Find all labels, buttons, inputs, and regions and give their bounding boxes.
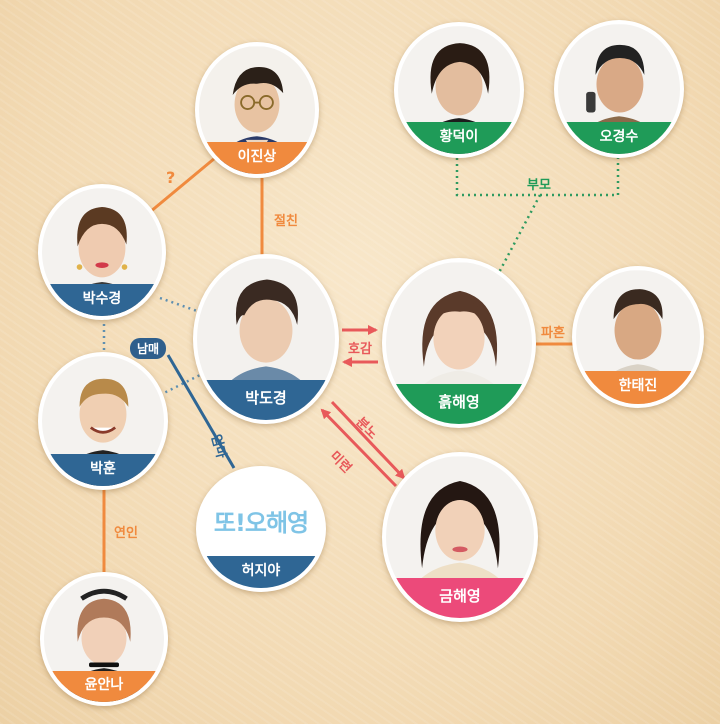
relation-close-friend: 절친 [274,214,298,229]
relation-question: ? [166,168,176,187]
relation-lovers: 연인 [114,526,138,541]
label-lee-jinsang: 이진상 [199,142,315,174]
label-yoon-anna: 윤안나 [44,670,164,702]
line-hoon-dokyung-dotted [159,373,201,397]
line-sukyung-dokyung-dotted [159,296,201,314]
line-parents-bracket [455,158,620,197]
node-park-sukyung[interactable]: 박수경 [38,184,166,320]
relation-broken-engagement: 파혼 [541,326,565,341]
label-geum-haeyoung: 금해영 [386,577,534,618]
label-park-hoon: 박훈 [42,453,164,486]
node-park-hoon[interactable]: 박훈 [38,352,168,490]
relation-parents: 부모 [527,178,551,193]
relation-like: 호감 [348,342,372,357]
node-lee-jinsang[interactable]: 이진상 [195,42,319,178]
node-geum-haeyoung[interactable]: 금해영 [382,452,538,622]
label-oh-kyungsoo: 오경수 [558,121,680,154]
label-han-taejin: 한태진 [576,370,700,404]
node-yoon-anna[interactable]: 윤안나 [40,572,168,706]
arrow-lingering [320,408,398,488]
node-park-dokyung[interactable]: 박도경 [193,254,339,424]
label-heo-jiya: 허지야 [200,556,322,588]
relation-siblings: 남매 [130,338,167,359]
label-heuk-haeyoung: 흙해영 [386,383,532,424]
node-han-taejin[interactable]: 한태진 [572,266,704,408]
node-oh-kyungsoo[interactable]: 오경수 [554,20,684,158]
line-parents-haeyoung [493,194,542,281]
label-park-sukyung: 박수경 [42,284,162,316]
node-heuk-haeyoung[interactable]: 흙해영 [382,258,536,428]
label-hwang-deoki: 황덕이 [398,122,520,154]
node-hwang-deoki[interactable]: 황덕이 [394,22,524,158]
label-park-dokyung: 박도경 [197,379,335,420]
node-heo-jiya[interactable]: 또!오해영 허지야 [196,466,326,592]
show-logo: 또!오해영 [213,509,309,538]
